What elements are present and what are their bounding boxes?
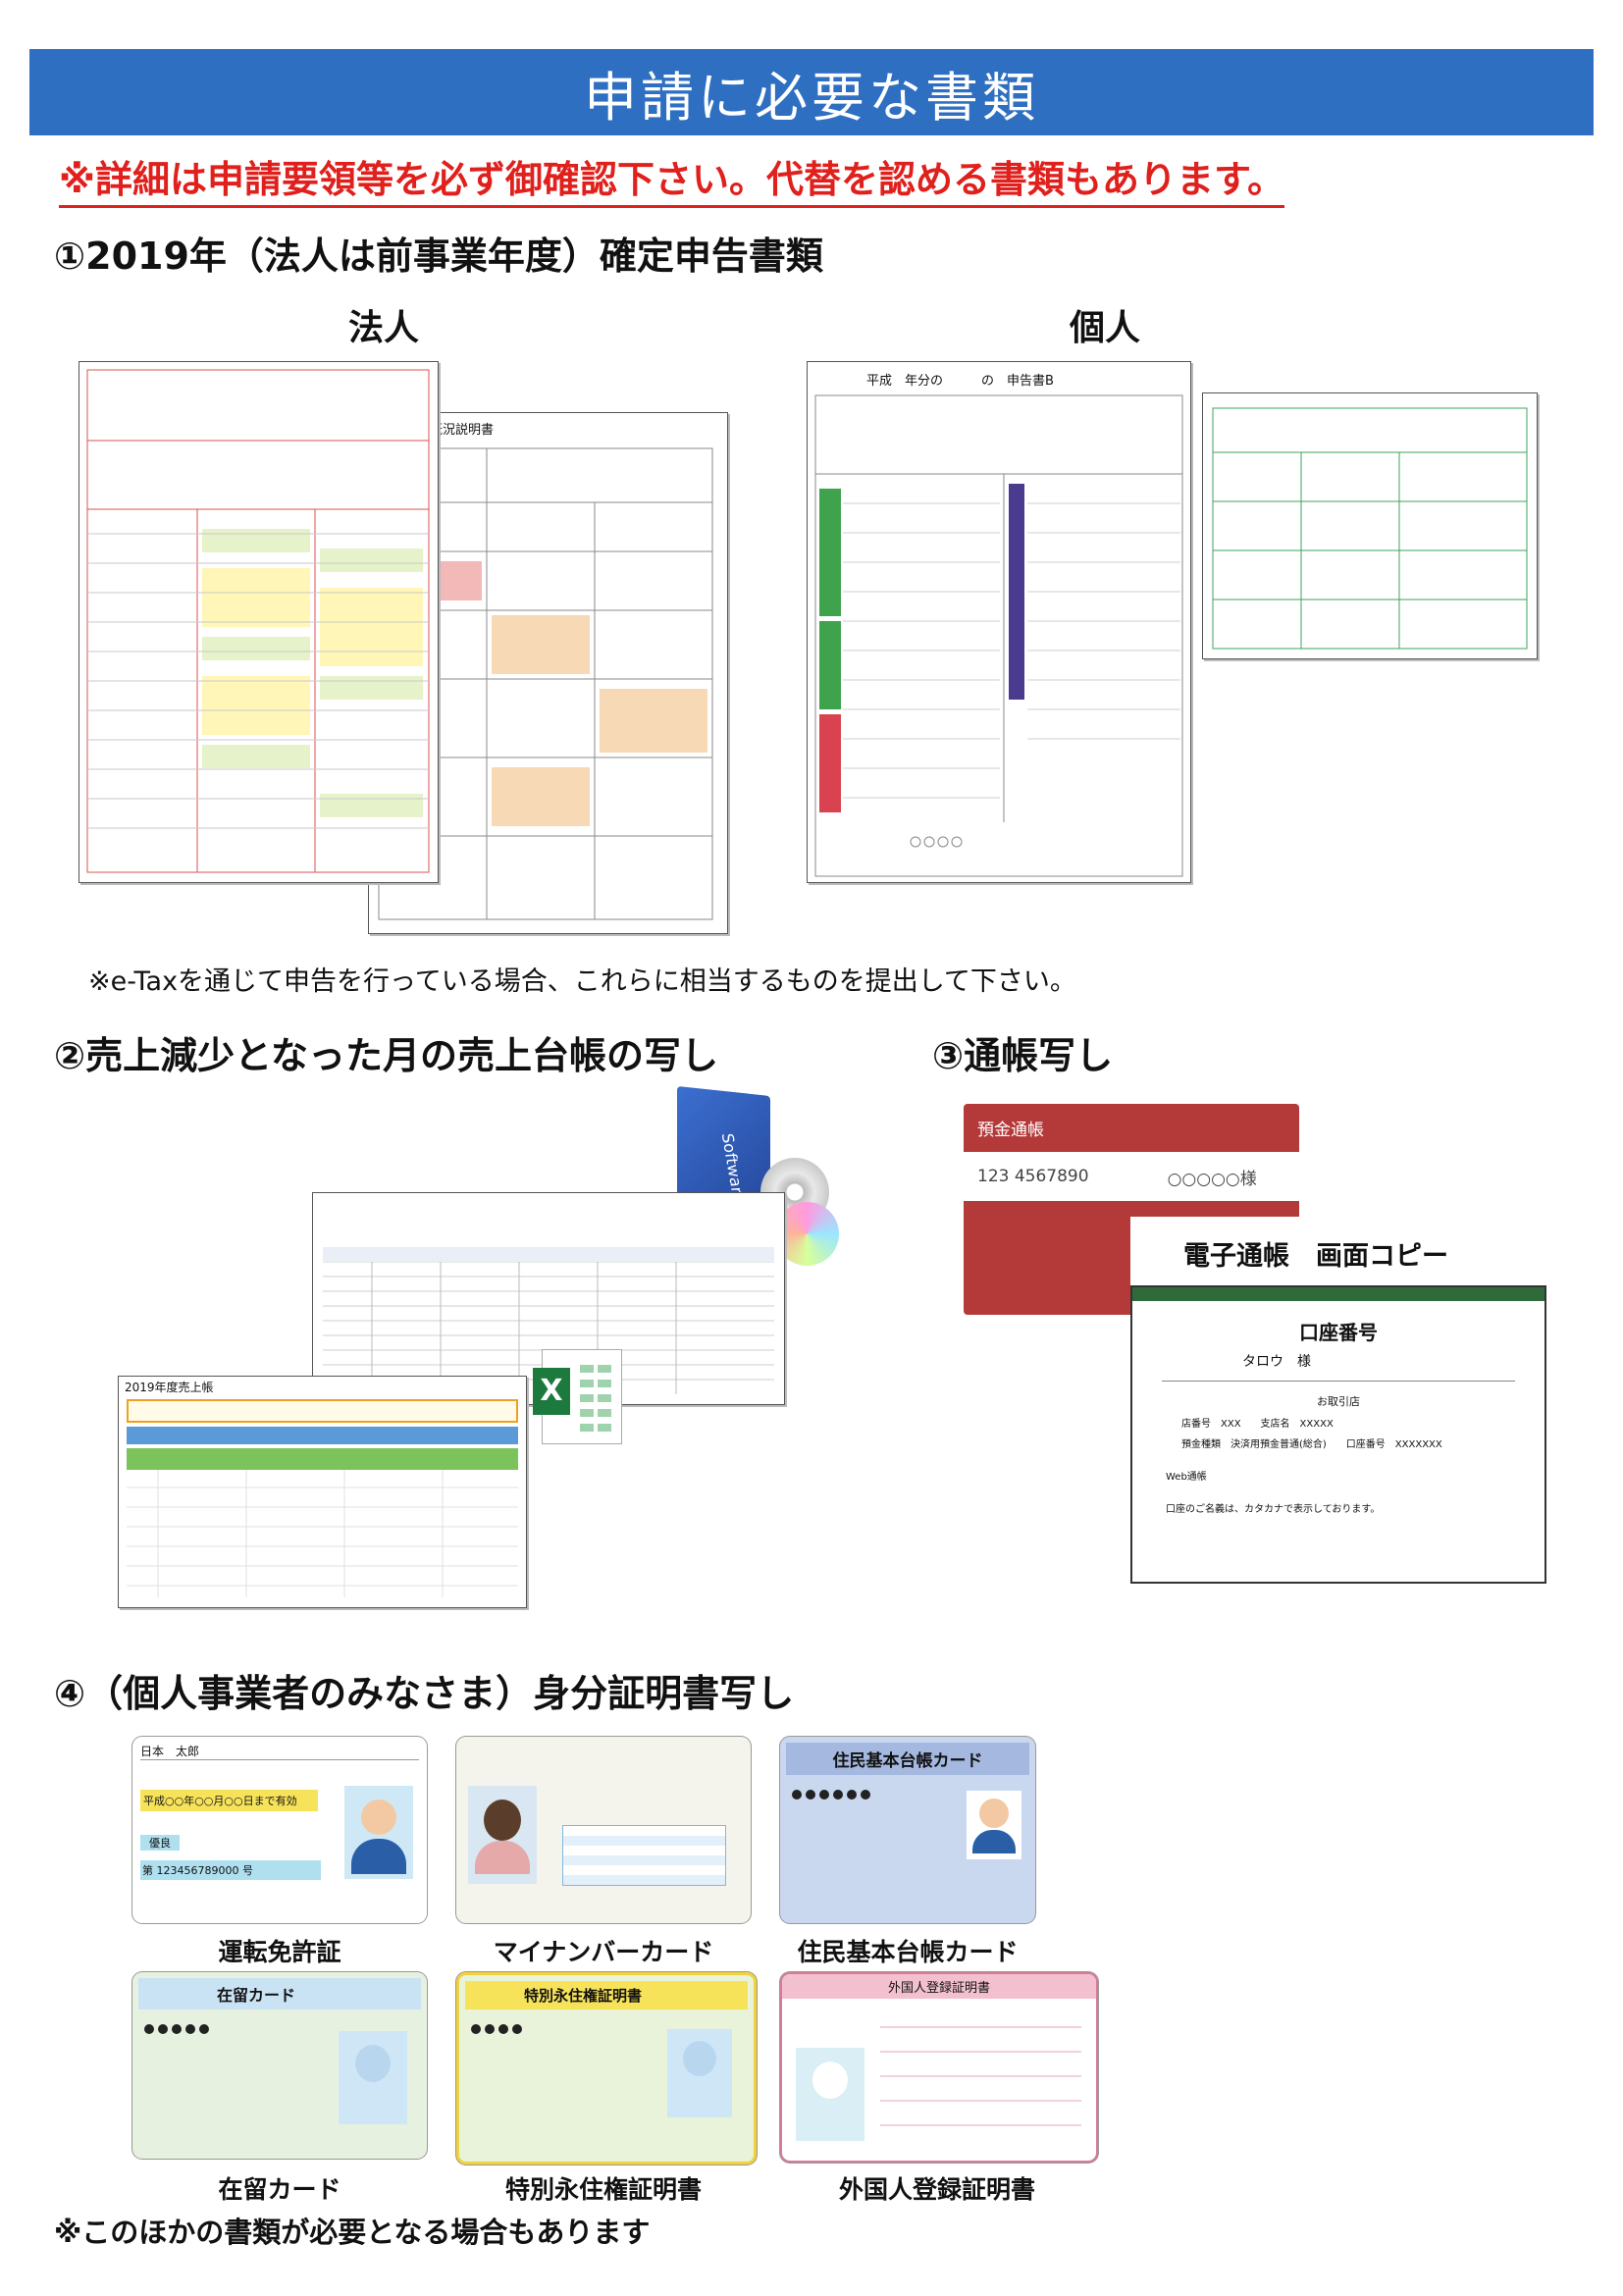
- ebook-name: タロウ 様: [1242, 1354, 1311, 1370]
- gaikokujin-photo: [796, 2048, 864, 2141]
- juki-dots: [790, 1785, 1025, 1803]
- caption-residence: 在留カード: [218, 2175, 341, 2204]
- ebook-divider: [1162, 1381, 1515, 1382]
- individual-label: 個人: [1070, 308, 1141, 348]
- passbook-info-band: 123 4567890 ○○○○○様: [964, 1152, 1299, 1201]
- person-head-icon: [361, 1800, 396, 1835]
- person-body-icon: [972, 1830, 1016, 1853]
- sales-book-filter: [127, 1399, 518, 1423]
- indiv-return-grid: [814, 394, 1183, 877]
- corp-return-grid: [86, 369, 430, 873]
- mynumber-photo: [468, 1786, 537, 1884]
- mynumber-field-box: [562, 1825, 726, 1886]
- juki-title: 住民基本台帳カード: [786, 1743, 1029, 1775]
- caption-juki: 住民基本台帳カード: [797, 1938, 1019, 1966]
- sales-book-toolbar: [127, 1427, 518, 1444]
- tokubetsu-photo: [667, 2029, 732, 2117]
- individual-tax-return-form: 平成 年分の の 申告書B: [807, 361, 1191, 883]
- passbook-title: 預金通帳: [977, 1121, 1044, 1140]
- section1-heading: ①2019年（法人は前事業年度）確定申告書類: [54, 235, 823, 278]
- passbook-number: 123 4567890: [977, 1167, 1089, 1186]
- license-name: 日本 太郎: [140, 1743, 419, 1760]
- corporate-label: 法人: [348, 308, 420, 348]
- indiv-form-title: 平成 年分の の 申告書B: [866, 374, 1054, 389]
- person-silhouette-icon: [812, 2061, 848, 2099]
- page-title: 申請に必要な書類: [584, 66, 1039, 129]
- person-body-icon: [475, 1841, 530, 1874]
- ebook-screen: 口座番号 タロウ 様 お取引店 店番号 XXX 支店名 XXXXX 預金種類 決…: [1130, 1285, 1546, 1584]
- tokubetsu-dots: [469, 2019, 744, 2038]
- ebook-web: Web通帳: [1166, 1472, 1207, 1483]
- excel-file: X: [533, 1349, 622, 1444]
- ebook-row1: 店番号 XXX 支店名 XXXXX: [1181, 1419, 1334, 1430]
- residence-card: 在留カード: [132, 1972, 427, 2159]
- ebook-top-bar: [1132, 1287, 1544, 1301]
- zairyu-title: 在留カード: [138, 1978, 421, 2009]
- section2-heading: ②売上減少となった月の売上台帳の写し: [54, 1034, 719, 1077]
- section4-note: ※このほかの書類が必要となる場合もあります: [54, 2216, 651, 2249]
- gaikokujin-lines: [880, 2026, 1081, 2126]
- corporate-tax-return-form: [79, 361, 439, 883]
- tokubetsu-title: 特別永住権証明書: [465, 1981, 748, 2009]
- license-photo: [344, 1786, 413, 1879]
- license-valid: 平成○○年○○月○○日まで有効: [140, 1790, 318, 1811]
- license-class: 優良: [140, 1835, 180, 1851]
- zairyu-photo: [339, 2031, 407, 2124]
- caption-special-permanent: 特別永住権証明書: [504, 2175, 702, 2204]
- juki-photo: [967, 1791, 1021, 1859]
- sales-book-header-row: [127, 1448, 518, 1470]
- sales-book-title: 2019年度売上帳: [125, 1381, 214, 1394]
- zairyu-dots: [142, 2019, 417, 2038]
- person-head-icon: [979, 1799, 1009, 1828]
- person-silhouette-icon: [683, 2041, 716, 2076]
- excel-icon: X: [533, 1368, 570, 1415]
- passbook-name: ○○○○○様: [1167, 1169, 1257, 1189]
- ebook-row2: 預金種類 決済用預金普通(総合) 口座番号 XXXXXXX: [1181, 1439, 1442, 1450]
- sales-book-grid: [127, 1470, 518, 1597]
- person-hair-icon: [484, 1800, 521, 1841]
- drivers-license-card: 日本 太郎 平成○○年○○月○○日まで有効 優良 第 123456789000 …: [132, 1737, 427, 1923]
- indiv-attach-grid: [1212, 407, 1528, 650]
- juki-card: 住民基本台帳カード: [780, 1737, 1035, 1923]
- ebook-foot: 口座のご名義は、カタカナで表示しております。: [1166, 1504, 1381, 1515]
- caption-drivers-license: 運転免許証: [218, 1938, 341, 1966]
- ebook-label: 電子通帳 画面コピー: [1183, 1241, 1448, 1272]
- foreigner-registration-card: 外国人登録証明書: [780, 1972, 1098, 2163]
- section1-note: ※e-Taxを通じて申告を行っている場合、これらに相当するものを提出して下さい。: [88, 966, 1076, 997]
- individual-attachment-form: [1202, 392, 1538, 659]
- ebook-label-bg: 電子通帳 画面コピー: [1130, 1217, 1543, 1285]
- cd-disc-rainbow-icon: [775, 1202, 839, 1266]
- ebook-branch: お取引店: [1317, 1395, 1360, 1408]
- mynumber-card: [456, 1737, 751, 1923]
- excel-sheet-lines: [580, 1365, 611, 1432]
- section4-heading: ④（個人事業者のみなさま）身分証明書写し: [54, 1672, 795, 1715]
- sales-book-screenshot: 2019年度売上帳: [118, 1376, 527, 1608]
- person-body-icon: [351, 1839, 406, 1874]
- section3-heading: ③通帳写し: [932, 1034, 1114, 1077]
- gaikokujin-title: 外国人登録証明書: [782, 1974, 1096, 1999]
- person-silhouette-icon: [355, 2045, 391, 2082]
- caption-foreigner-registration: 外国人登録証明書: [838, 2175, 1035, 2204]
- caption-mynumber: マイナンバーカード: [493, 1938, 714, 1966]
- ebook-header: 口座番号: [1299, 1321, 1378, 1344]
- title-banner: 申請に必要な書類: [29, 49, 1594, 135]
- license-number: 第 123456789000 号: [140, 1860, 321, 1880]
- special-permanent-resident-card: 特別永住権証明書: [456, 1972, 757, 2165]
- notice-text: ※詳細は申請要領等を必ず御確認下さい。代替を認める書類もあります。: [59, 149, 1285, 208]
